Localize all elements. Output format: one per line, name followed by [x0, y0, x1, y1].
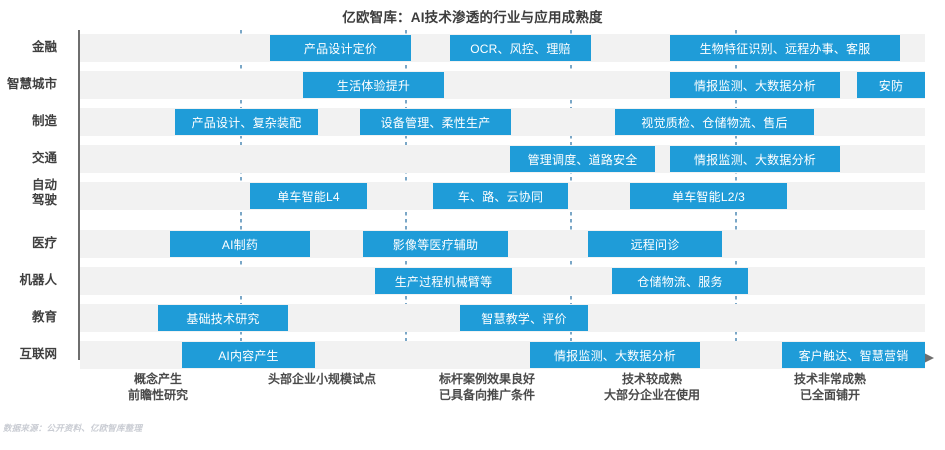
bar-segment[interactable]: 安防 — [857, 72, 925, 98]
x-axis-arrow-icon — [924, 353, 934, 363]
bar-segment[interactable]: 车、路、云协同 — [433, 183, 568, 209]
category-label: 机器人 — [19, 273, 57, 287]
bar-segment[interactable]: 产品设计、复杂装配 — [175, 109, 318, 135]
bar-segment[interactable]: 仓储物流、服务 — [612, 268, 748, 294]
bar-segment[interactable]: 单车智能L4 — [250, 183, 367, 209]
stage-label-4: 技术较成熟 大部分企业在使用 — [603, 372, 700, 402]
bar-segment[interactable]: 生产过程机械臂等 — [375, 268, 512, 294]
category-label: 制造 — [31, 114, 57, 128]
bar-segment[interactable]: 基础技术研究 — [158, 305, 288, 331]
bar-segment[interactable]: AI制药 — [170, 231, 310, 257]
bar-segment[interactable]: 视觉质检、仓储物流、售后 — [615, 109, 814, 135]
y-axis-line — [78, 30, 80, 359]
bar-segment[interactable]: 影像等医疗辅助 — [363, 231, 508, 257]
bar-segment[interactable]: 情报监测、大数据分析 — [670, 72, 840, 98]
bar-segment[interactable]: 管理调度、道路安全 — [510, 146, 655, 172]
category-label: 教育 — [31, 310, 57, 324]
chart-plot-area: 金融智慧城市制造交通自动 驾驶医疗机器人教育互联网 产品设计定价 OCR、风控、理… — [0, 30, 945, 369]
source-note: 数据来源：公开资料、亿欧智库整理 — [3, 423, 143, 433]
category-label: 医疗 — [31, 236, 57, 250]
category-label: 互联网 — [19, 347, 57, 361]
bar-segment[interactable]: 客户触达、智慧营销 — [782, 342, 925, 368]
bar-segment[interactable]: 设备管理、柔性生产 — [360, 109, 511, 135]
page-title: 亿欧智库：AI技术渗透的行业与应用成熟度 — [342, 10, 603, 25]
stage-label-3: 标杆案例效果良好 已具备向推广条件 — [438, 372, 535, 402]
bar-segment[interactable]: 生活体验提升 — [303, 72, 444, 98]
bar-segment[interactable]: 情报监测、大数据分析 — [530, 342, 700, 368]
stage-label-5: 技术非常成熟 已全面铺开 — [793, 372, 866, 402]
category-label: 智慧城市 — [6, 77, 57, 91]
bar-segment[interactable]: OCR、风控、理赔 — [450, 35, 591, 61]
bar-segment[interactable]: 远程问诊 — [588, 231, 722, 257]
bar-segment[interactable]: AI内容产生 — [182, 342, 315, 368]
stage-label-1: 概念产生 前瞻性研究 — [127, 372, 188, 402]
bar-segment[interactable]: 情报监测、大数据分析 — [670, 146, 840, 172]
bar-segment[interactable]: 单车智能L2/3 — [630, 183, 787, 209]
category-label: 金融 — [31, 40, 57, 54]
stage-label-2: 头部企业小规模试点 — [267, 372, 376, 386]
category-label: 自动 驾驶 — [31, 178, 57, 207]
category-label: 交通 — [31, 151, 57, 165]
bar-segment[interactable]: 生物特征识别、远程办事、客服 — [670, 35, 900, 61]
bar-segment[interactable]: 产品设计定价 — [270, 35, 411, 61]
bar-segment[interactable]: 智慧教学、评价 — [460, 305, 588, 331]
